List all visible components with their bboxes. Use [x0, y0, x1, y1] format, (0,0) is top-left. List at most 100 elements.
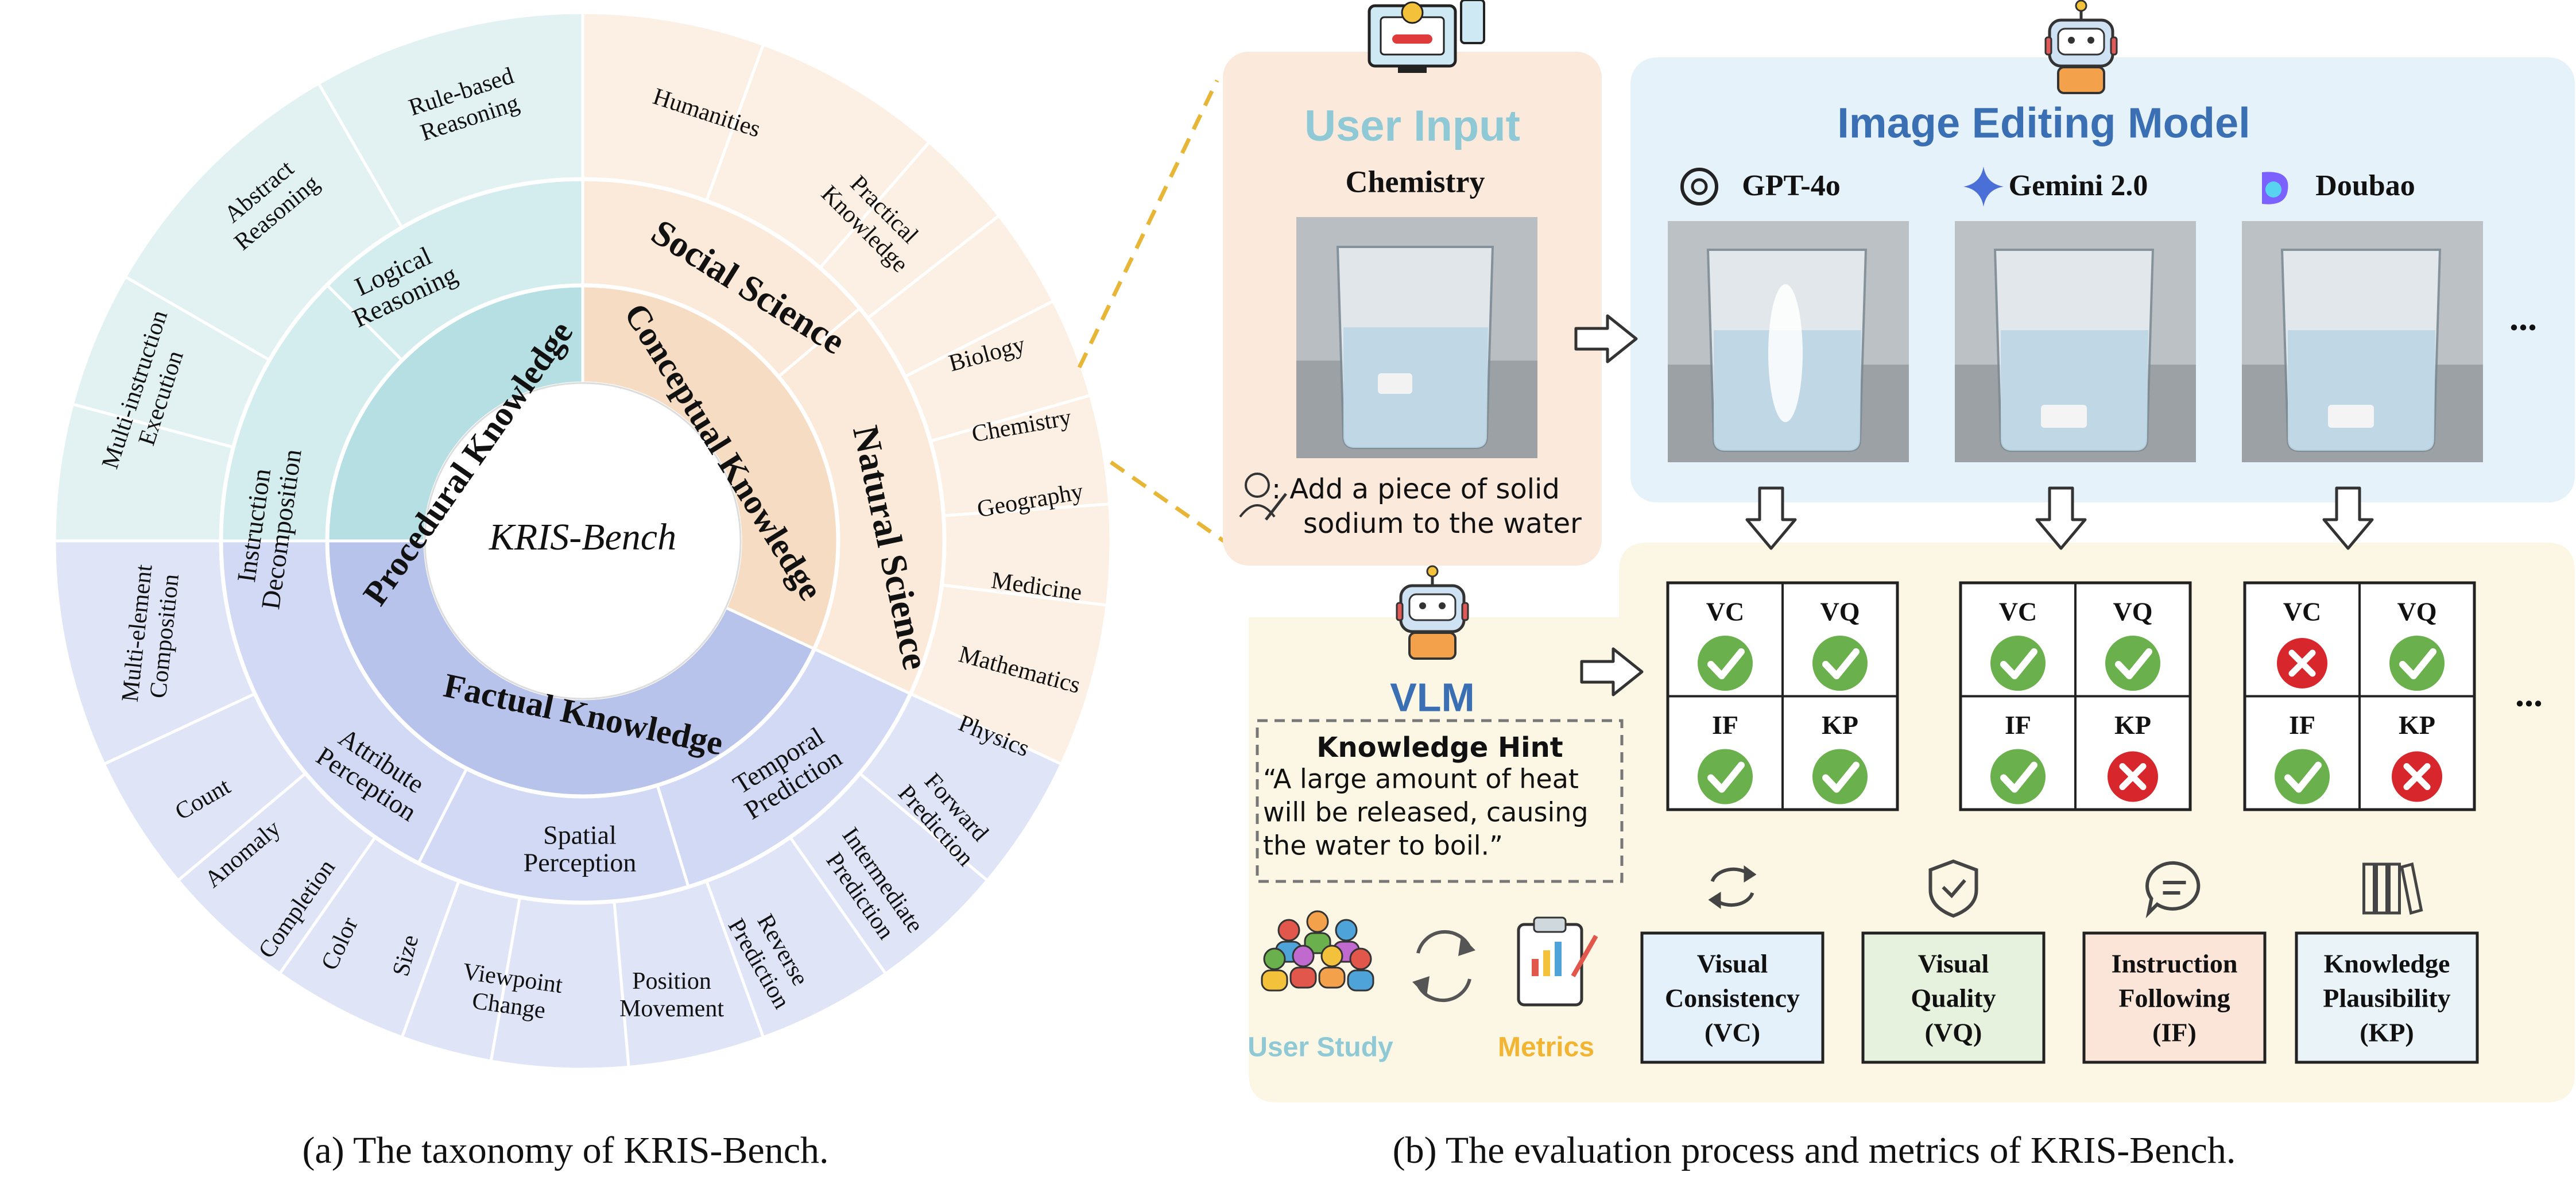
check-mark: [1707, 761, 1745, 793]
sodium-piece: [2041, 405, 2087, 428]
antenna-tip: [1426, 565, 1439, 578]
check-icon: [1698, 749, 1753, 804]
metric-code: IF: [2289, 710, 2315, 740]
user-study-label: User Study: [1248, 1032, 1393, 1063]
metric-card-line: Instruction: [2112, 949, 2238, 978]
model-column: Doubao: [2242, 169, 2483, 462]
check-badge: [1401, 1, 1424, 24]
metric-card-line: (IF): [2152, 1018, 2197, 1047]
metric-card-box: [1640, 931, 1824, 1064]
wheel-center: [424, 382, 742, 700]
check-icon: [2389, 636, 2445, 691]
metric-card-line: Plausibility: [2323, 984, 2450, 1013]
book: [2362, 862, 2376, 915]
metric-card-line: Knowledge: [2324, 949, 2450, 978]
person-body: [1289, 966, 1317, 989]
shield-check-icon: [1928, 859, 1978, 918]
metric-code: VC: [2283, 597, 2321, 626]
dashed-connector: [1109, 461, 1236, 550]
check-icon: [1812, 749, 1868, 804]
metric-card-box: [1861, 931, 2046, 1064]
metric-code: VQ: [2113, 597, 2153, 626]
metric-card-line: (VC): [1705, 1018, 1760, 1047]
check-mark: [2399, 648, 2436, 679]
arrow-shape: [1574, 314, 1638, 363]
ellipsis: ...: [2509, 297, 2537, 338]
robot-ear: [1461, 602, 1469, 621]
person-head: [1349, 947, 1372, 970]
metric-code: KP: [2114, 710, 2151, 740]
check-mark: [1822, 761, 1860, 793]
arrow-shape: [2322, 486, 2374, 550]
metric-card-box: [2295, 931, 2479, 1064]
person-body: [1304, 932, 1331, 954]
arrowhead: [1708, 892, 1721, 909]
model-name: GPT-4o: [1742, 169, 1840, 202]
sodium-piece: [2328, 405, 2374, 428]
metric-card-line: Following: [2118, 984, 2230, 1013]
check-mark: [1707, 648, 1745, 679]
right-arrow: [1580, 647, 1644, 697]
user-input-title: User Input: [1304, 102, 1520, 150]
metrics-label: Metrics: [1498, 1032, 1594, 1063]
metric-card-line: Quality: [1911, 984, 1996, 1013]
user-edit-icon: [1239, 473, 1287, 521]
metric-card-line: Visual: [1697, 949, 1768, 978]
hint-line: the water to boil.”: [1263, 830, 1503, 861]
check-mark: [2284, 761, 2322, 793]
cycle-icon: [1412, 930, 1475, 1003]
bubbles: [1768, 284, 1803, 422]
computer-user-icon: [1368, 0, 1485, 73]
metric-card-line: Visual: [1918, 949, 1989, 978]
vlm-title: VLM: [1390, 675, 1475, 719]
clipboard-metrics-icon: [1517, 916, 1598, 1007]
model-name: Doubao: [2315, 169, 2415, 202]
metric-code: IF: [1712, 710, 1738, 740]
person-body: [1318, 966, 1346, 989]
chat-bubble-icon: [2145, 861, 2201, 919]
metric-code: IF: [2005, 710, 2031, 740]
subject-label: Chemistry: [1346, 164, 1485, 199]
beaker-image: [1296, 217, 1537, 458]
check-mark: [1822, 648, 1860, 679]
right-arrow: [1574, 314, 1638, 363]
instruction-text: : Add a piece of solid: [1272, 473, 1560, 505]
dashed-connector: [1077, 79, 1219, 369]
bar: [1532, 959, 1539, 976]
phone: [1460, 0, 1485, 44]
shield: [1928, 859, 1978, 918]
person-head: [1277, 919, 1300, 942]
check-mark: [2000, 761, 2037, 793]
robot-body: [1408, 632, 1456, 660]
metric-card-box: [2082, 931, 2267, 1064]
openai-logo-core: [1691, 178, 1708, 195]
metric-code: VQ: [1820, 597, 1860, 626]
down-arrow: [1745, 486, 1797, 550]
sync-arrows-icon: [1708, 865, 1757, 909]
robot-ear: [2110, 36, 2118, 56]
pen: [1265, 493, 1287, 521]
person-body: [1261, 969, 1288, 992]
pencil: [1571, 935, 1598, 977]
book: [2388, 862, 2401, 915]
hint-line: “A large amount of heat: [1263, 764, 1579, 795]
robot-face: [1408, 593, 1456, 621]
sodium-piece: [1378, 373, 1412, 394]
bar: [1555, 942, 1562, 976]
ring-divider: [325, 283, 840, 799]
robot-eye: [1419, 602, 1426, 609]
check-icon: [1990, 636, 2046, 691]
metric-code: VQ: [2397, 597, 2437, 626]
model-name: Gemini 2.0: [2009, 169, 2148, 202]
arrow-shape: [1745, 486, 1797, 550]
robot-eye: [1439, 602, 1446, 609]
bar: [1543, 950, 1550, 976]
